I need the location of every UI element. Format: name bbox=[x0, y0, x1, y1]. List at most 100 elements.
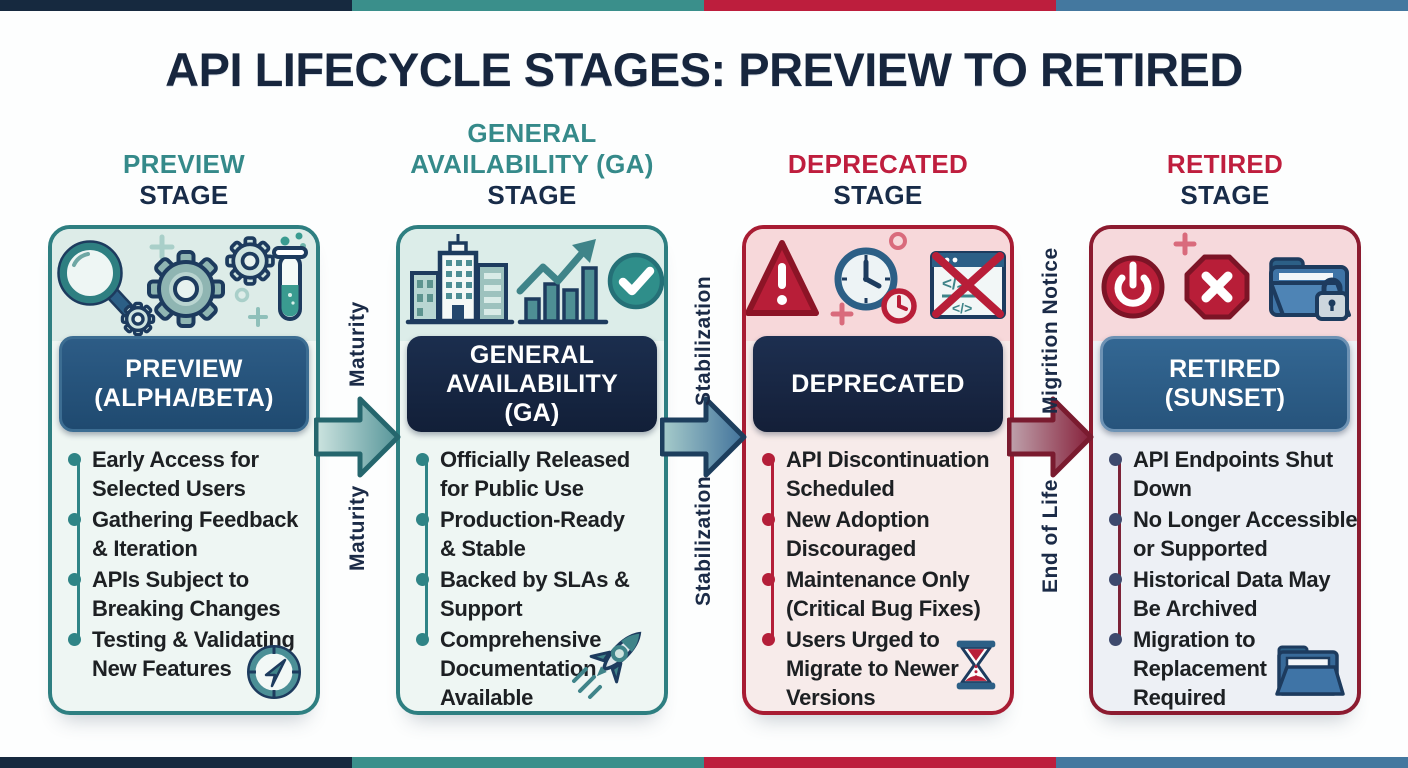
bullet-dot bbox=[762, 633, 775, 646]
band-preview-line2: (ALPHA/BETA) bbox=[94, 384, 274, 412]
card-preview: PREVIEW (ALPHA/BETA) Early Access for Se… bbox=[48, 225, 320, 715]
bottom-bar-navy-segment bbox=[0, 757, 352, 768]
bullet-text: Selected Users bbox=[92, 476, 246, 501]
bullet-text: & Iteration bbox=[92, 536, 198, 561]
heading-retired: RETIRED STAGE bbox=[1089, 149, 1361, 211]
stop-x-icon bbox=[1184, 254, 1250, 320]
gear-tiny-icon bbox=[120, 301, 156, 337]
plus-decoration bbox=[149, 234, 175, 260]
bullet-text: API Endpoints Shut bbox=[1133, 447, 1333, 472]
card-deprecated-band: DEPRECATED bbox=[753, 336, 1003, 432]
bullet-text: Backed by SLAs & bbox=[440, 567, 630, 592]
list-item: New Adoption Discouraged bbox=[762, 505, 1006, 563]
bullet-text: Be Archived bbox=[1133, 596, 1258, 621]
locked-folder-icon bbox=[1269, 257, 1351, 321]
bullet-dot bbox=[416, 573, 429, 586]
bullet-dot bbox=[416, 633, 429, 646]
label-migration-notice: Migrition Notice bbox=[1039, 247, 1062, 415]
list-item: Backed by SLAs & Support bbox=[416, 565, 660, 623]
bullet-text: Discouraged bbox=[786, 536, 916, 561]
compass-icon bbox=[247, 645, 301, 699]
label-maturity-top: Maturity bbox=[346, 301, 369, 387]
heading-ga-stage: STAGE bbox=[487, 180, 577, 210]
card-deprecated-icon-strip: </> </> bbox=[746, 229, 1010, 341]
bullet-text: for Public Use bbox=[440, 476, 584, 501]
bullet-dot bbox=[1109, 573, 1122, 586]
heading-deprecated-stage: STAGE bbox=[833, 180, 923, 210]
band-preview-line1: PREVIEW bbox=[125, 355, 243, 383]
heading-deprecated: DEPRECATED STAGE bbox=[742, 149, 1014, 211]
bullet-connector bbox=[76, 461, 81, 642]
gear-icon bbox=[147, 250, 225, 328]
label-stabilization-top: Stabilization bbox=[692, 275, 715, 407]
card-ga-bullets: Officially Released for Public Use Produ… bbox=[416, 445, 660, 711]
check-circle-icon bbox=[607, 252, 664, 310]
bullet-text: Comprehensive bbox=[440, 627, 602, 652]
bullet-text: Replacement bbox=[1133, 656, 1267, 681]
bullet-text: Required bbox=[1133, 685, 1226, 710]
list-item: API Endpoints Shut Down bbox=[1109, 445, 1353, 503]
list-item: Users Urged to Migrate to Newer Versions bbox=[762, 625, 1006, 711]
card-preview-icon-strip bbox=[52, 229, 316, 341]
list-item: Gathering Feedback & Iteration bbox=[68, 505, 312, 563]
top-bar-teal-segment bbox=[352, 0, 704, 11]
list-item: Production-Ready & Stable bbox=[416, 505, 660, 563]
heading-deprecated-line: DEPRECATED bbox=[787, 149, 969, 179]
bullet-text: Support bbox=[440, 596, 523, 621]
bullet-text: API Discontinuation bbox=[786, 447, 990, 472]
label-stabilization-bottom: Stabilization bbox=[692, 475, 715, 607]
bullet-dot bbox=[68, 453, 81, 466]
bullet-text: Migration to bbox=[1133, 627, 1256, 652]
card-preview-band: PREVIEW (ALPHA/BETA) bbox=[59, 336, 309, 432]
heading-preview-line: PREVIEW bbox=[122, 149, 245, 179]
arrow-stabilization bbox=[660, 396, 747, 478]
card-preview-bullets: Early Access for Selected Users Gatherin… bbox=[68, 445, 312, 685]
bullet-text: New Adoption bbox=[786, 507, 930, 532]
list-item: Comprehensive Documentation Available bbox=[416, 625, 660, 711]
band-retired-line2: (SUNSET) bbox=[1164, 384, 1286, 412]
label-end-of-life: End of Life bbox=[1039, 479, 1062, 593]
bullet-connector bbox=[424, 461, 429, 642]
preview-icons bbox=[57, 232, 308, 337]
list-item: Testing & Validating New Features bbox=[68, 625, 312, 683]
heading-preview-stage: STAGE bbox=[139, 180, 229, 210]
ga-icons bbox=[405, 234, 664, 325]
warning-triangle-icon bbox=[746, 240, 819, 316]
band-ga-line3: (GA) bbox=[504, 398, 560, 427]
card-retired-icon-strip bbox=[1093, 229, 1357, 341]
bullet-text: Historical Data May bbox=[1133, 567, 1331, 592]
card-retired-band: RETIRED (SUNSET) bbox=[1100, 336, 1350, 432]
svg-text:</>: </> bbox=[952, 300, 972, 316]
magnifier-icon bbox=[57, 240, 144, 327]
circle-decoration bbox=[234, 287, 250, 303]
deprecated-icons: </> </> bbox=[746, 232, 1006, 326]
heading-ga-line1: GENERAL bbox=[467, 118, 597, 148]
heading-ga: GENERAL AVAILABILITY (GA) STAGE bbox=[396, 118, 668, 211]
bullet-text: or Supported bbox=[1133, 536, 1268, 561]
bullet-text: Testing & Validating bbox=[92, 627, 295, 652]
bullet-text: Breaking Changes bbox=[92, 596, 281, 621]
hourglass-icon bbox=[956, 640, 996, 690]
plus-decoration bbox=[1173, 232, 1197, 256]
bullet-text: Versions bbox=[786, 685, 876, 710]
list-item: APIs Subject to Breaking Changes bbox=[68, 565, 312, 623]
gear-small-icon bbox=[225, 236, 275, 286]
card-ga: GENERAL AVAILABILITY (GA) Officially Rel… bbox=[396, 225, 668, 715]
bullet-connector bbox=[770, 461, 775, 642]
bottom-bar-steel-segment bbox=[1056, 757, 1408, 768]
bullet-dot bbox=[1109, 453, 1122, 466]
top-bar-navy-segment bbox=[0, 0, 352, 11]
bullet-text: Users Urged to bbox=[786, 627, 940, 652]
list-item: Maintenance Only (Critical Bug Fixes) bbox=[762, 565, 1006, 623]
bullet-text: Scheduled bbox=[786, 476, 895, 501]
plus-decoration bbox=[830, 302, 854, 326]
bullet-dot bbox=[762, 453, 775, 466]
card-deprecated: </> </> DEPRECATED API Discontinuation S… bbox=[742, 225, 1014, 715]
retired-icons bbox=[1101, 232, 1351, 321]
bottom-bar-teal-segment bbox=[352, 757, 704, 768]
bullet-text: Maintenance Only bbox=[786, 567, 970, 592]
bullet-text: Officially Released bbox=[440, 447, 630, 472]
card-retired: RETIRED (SUNSET) API Endpoints Shut Down… bbox=[1089, 225, 1361, 715]
card-deprecated-bullets: API Discontinuation Scheduled New Adopti… bbox=[762, 445, 1006, 711]
bullet-dot bbox=[68, 513, 81, 526]
